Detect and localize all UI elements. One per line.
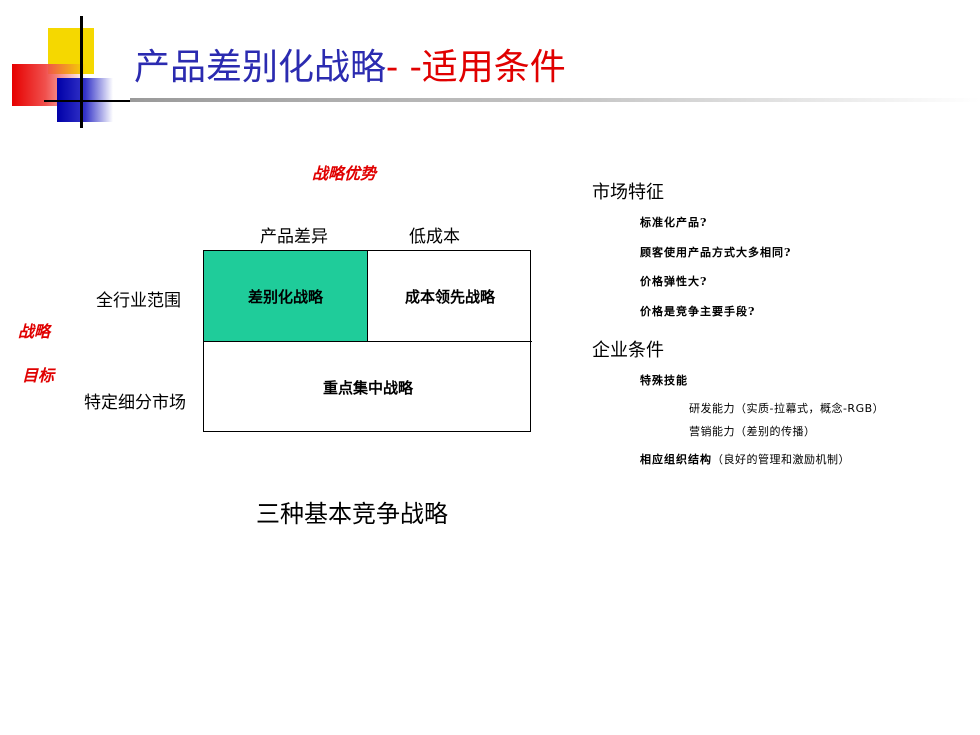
cell-cost-leadership-label: 成本领先战略 bbox=[404, 287, 495, 306]
enterprise-sub-item: 研发能力（实质-拉幕式，概念-RGB） bbox=[689, 402, 885, 415]
title-main: 产品差别化战略 bbox=[134, 47, 387, 88]
market-item: 价格弹性大? bbox=[640, 275, 708, 288]
market-characteristics-heading: 市场特征 bbox=[592, 182, 664, 203]
cell-focus-strategy: 重点集中战略 bbox=[204, 342, 532, 433]
strategy-target-label-line1: 战略 bbox=[18, 322, 51, 341]
enterprise-sub-item: 营销能力（差别的传播） bbox=[689, 425, 816, 438]
enterprise-item-organization-label: 相应组织结构 bbox=[640, 453, 712, 466]
matrix-caption: 三种基本竞争战略 bbox=[256, 500, 448, 528]
strategy-matrix: 差别化战略 成本领先战略 重点集中战略 bbox=[203, 250, 532, 433]
market-item: 价格是竞争主要手段? bbox=[640, 305, 756, 318]
page-title: 产品差别化战略- -适用条件 bbox=[134, 44, 566, 92]
title-subtitle: 适用条件 bbox=[421, 47, 566, 88]
strategy-advantage-label: 战略优势 bbox=[312, 164, 377, 183]
row-header-industry-wide: 全行业范围 bbox=[96, 291, 181, 311]
header-decoration-horizontal-line bbox=[44, 100, 140, 102]
title-underline bbox=[130, 98, 980, 102]
market-item: 标准化产品? bbox=[640, 216, 708, 229]
column-header-low-cost: 低成本 bbox=[409, 227, 460, 247]
enterprise-item-special-skills: 特殊技能 bbox=[640, 374, 688, 387]
row-header-segment: 特定细分市场 bbox=[84, 393, 186, 413]
enterprise-conditions-heading: 企业条件 bbox=[592, 340, 664, 361]
title-separator: - - bbox=[386, 47, 422, 88]
cell-cost-leadership-strategy: 成本领先战略 bbox=[368, 251, 532, 342]
cell-differentiation-label: 差别化战略 bbox=[247, 287, 323, 306]
cell-differentiation-strategy: 差别化战略 bbox=[204, 251, 368, 342]
strategy-target-label-line2: 目标 bbox=[22, 366, 55, 385]
market-item: 顾客使用产品方式大多相同? bbox=[640, 246, 792, 259]
cell-focus-label: 重点集中战略 bbox=[322, 379, 413, 397]
column-header-differentiation: 产品差异 bbox=[260, 227, 328, 247]
enterprise-item-organization-note: （良好的管理和激励机制） bbox=[712, 453, 850, 466]
header-decoration-vertical-line bbox=[80, 16, 83, 128]
enterprise-item-organization: 相应组织结构（良好的管理和激励机制） bbox=[640, 451, 850, 467]
